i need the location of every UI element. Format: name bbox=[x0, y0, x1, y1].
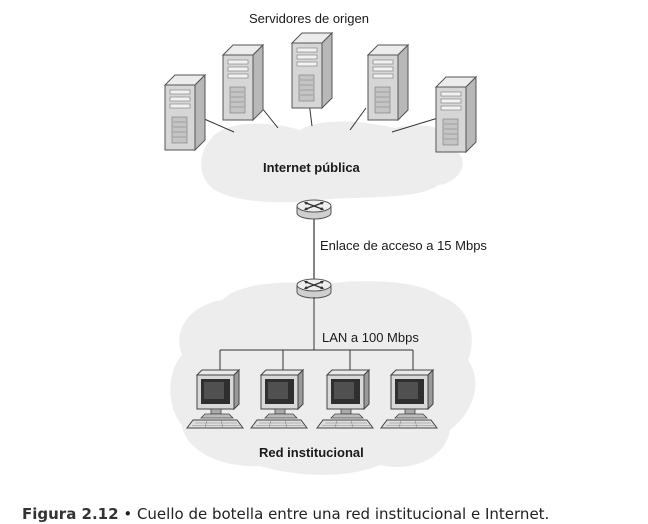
server-icon bbox=[291, 32, 333, 109]
router-icon bbox=[296, 199, 332, 220]
caption-separator: • bbox=[118, 505, 137, 523]
server-icon bbox=[367, 44, 409, 121]
server-icon bbox=[222, 44, 264, 121]
figure-number: Figura 2.12 bbox=[22, 505, 119, 523]
router-icon bbox=[296, 278, 332, 299]
servers-label: Servidores de origen bbox=[249, 11, 369, 26]
internet-cloud bbox=[201, 121, 463, 203]
figure-caption: Figura 2.12 • Cuello de botella entre un… bbox=[22, 505, 549, 523]
access-link-label: Enlace de acceso a 15 Mbps bbox=[320, 238, 487, 253]
internet-label: Internet pública bbox=[263, 160, 360, 175]
server-icon bbox=[164, 74, 206, 151]
lan-label: LAN a 100 Mbps bbox=[322, 330, 419, 345]
server-link-2 bbox=[261, 107, 279, 129]
caption-text: Cuello de botella entre una red instituc… bbox=[136, 505, 550, 523]
server-link-1 bbox=[201, 117, 235, 133]
server-link-4 bbox=[349, 107, 367, 131]
institution-label: Red institucional bbox=[259, 445, 364, 460]
server-icon bbox=[435, 76, 477, 153]
server-link-5 bbox=[391, 117, 439, 133]
